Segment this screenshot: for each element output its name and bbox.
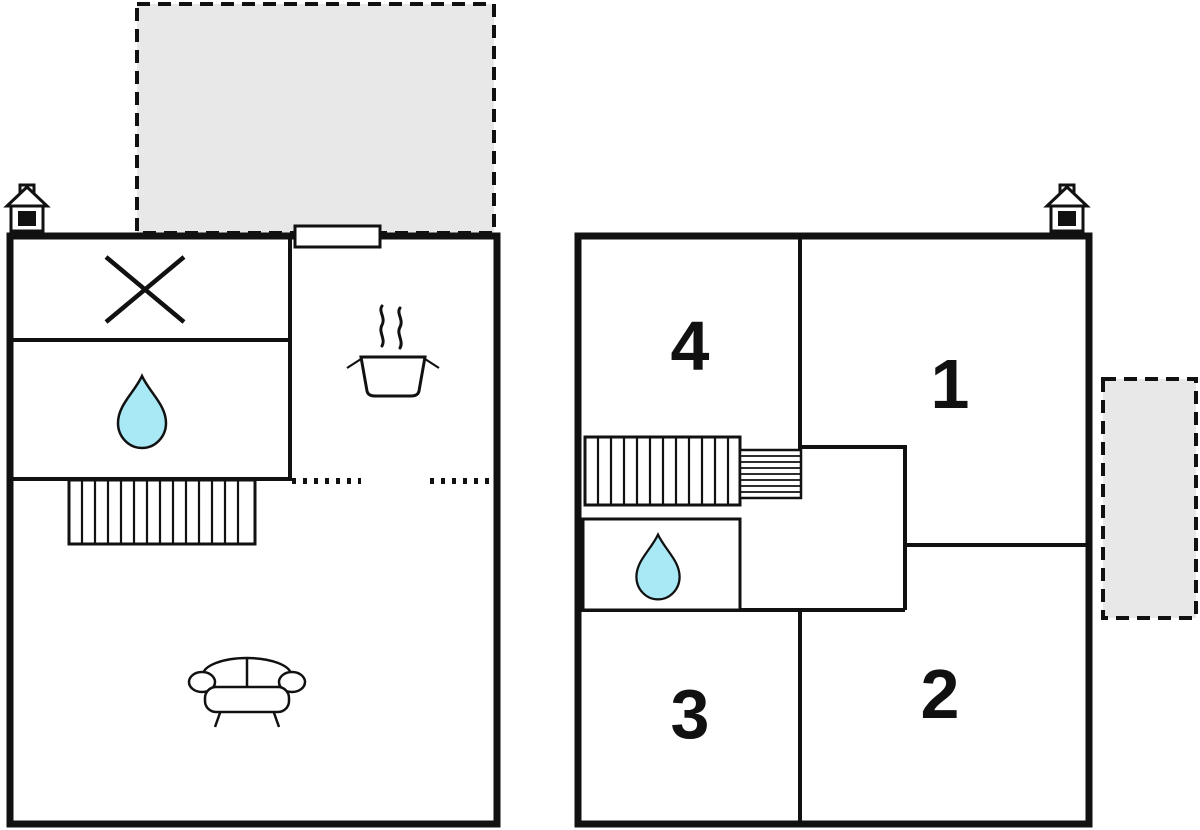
sofa-icon bbox=[187, 656, 307, 728]
sofa-seat bbox=[203, 685, 291, 714]
pot-body bbox=[359, 355, 427, 398]
room-label-1: 1 bbox=[931, 345, 970, 423]
sofa-arm-right bbox=[277, 670, 307, 694]
winder-stairs-icon bbox=[738, 448, 803, 500]
water-drop-icon bbox=[635, 531, 681, 601]
stairs-outline bbox=[67, 478, 257, 546]
window-opening bbox=[293, 224, 382, 249]
stairs-icon bbox=[67, 478, 257, 546]
water-drop-icon bbox=[116, 373, 168, 450]
room-label-4: 4 bbox=[671, 307, 710, 385]
sofa-arm-left bbox=[187, 670, 217, 694]
stove-steam-icon bbox=[346, 304, 440, 398]
upper-floor: 4 1 3 2 bbox=[574, 183, 1198, 828]
chimney-body bbox=[1049, 204, 1085, 233]
steam-line bbox=[379, 304, 385, 348]
chimney-icon bbox=[1043, 183, 1091, 233]
room-label-3: 3 bbox=[671, 675, 710, 753]
stairs-icon bbox=[583, 435, 742, 507]
stairs-steps bbox=[80, 481, 240, 543]
ground-floor bbox=[3, 2, 501, 828]
pot-handles bbox=[346, 358, 440, 369]
terrace-area bbox=[135, 2, 496, 235]
steam-line bbox=[397, 306, 403, 350]
x-marker-icon bbox=[104, 255, 186, 324]
chimney-roof bbox=[1043, 184, 1091, 208]
chimney-icon bbox=[3, 183, 51, 233]
winder-steps bbox=[741, 455, 800, 493]
chimney-opening bbox=[18, 211, 36, 226]
balcony-area bbox=[1101, 377, 1198, 620]
room-label-2: 2 bbox=[921, 655, 960, 733]
chimney-roof bbox=[3, 184, 51, 208]
chimney-opening bbox=[1058, 211, 1076, 226]
stairs-steps bbox=[596, 438, 730, 504]
